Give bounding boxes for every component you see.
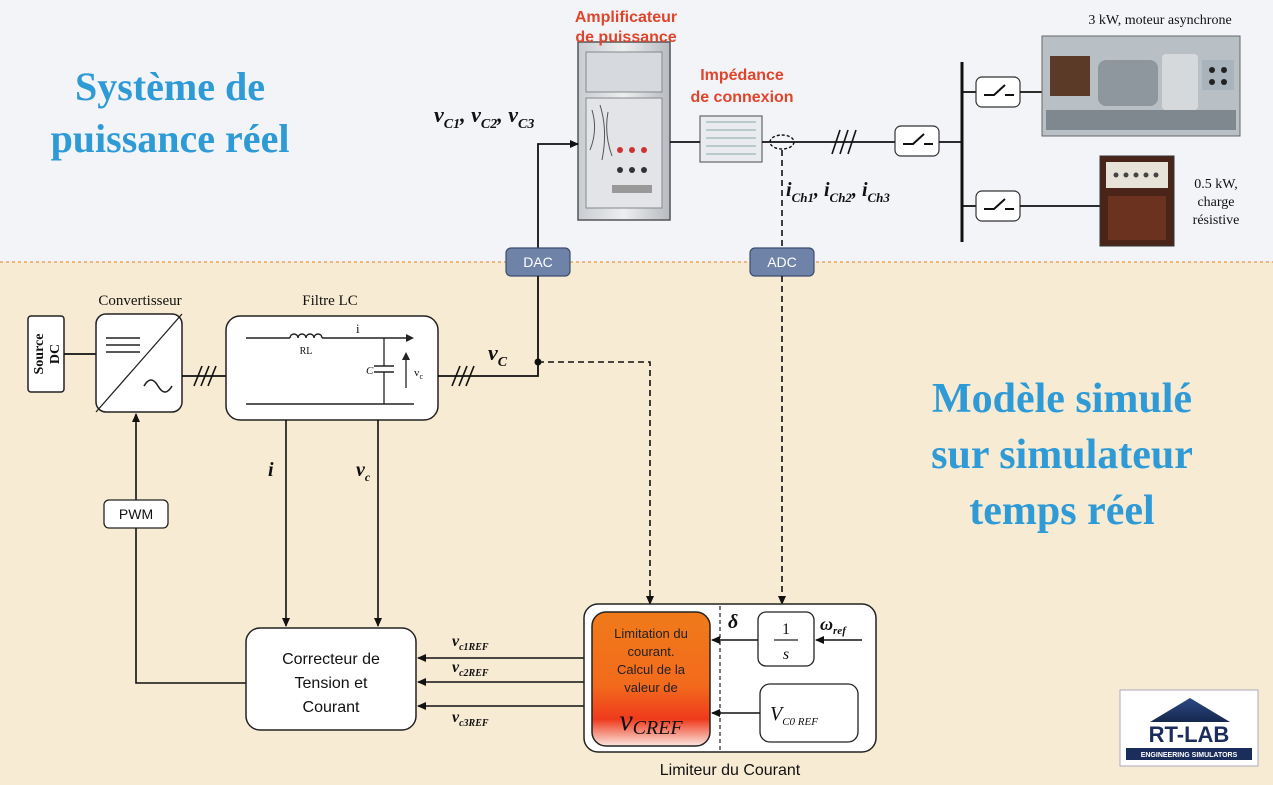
pwm-label: PWM: [119, 506, 153, 522]
rt-lab-logo-tagline: ENGINEERING SIMULATORS: [1141, 752, 1238, 759]
impedance-label-2: de connexion: [690, 89, 793, 106]
simulated-title-3: temps réel: [969, 488, 1154, 534]
current-feedback-label: i: [268, 459, 274, 481]
lc-filter-block: [225, 315, 439, 421]
limiter-vcref: vCREF: [619, 704, 683, 739]
current-limitation-block: [591, 611, 711, 747]
integrator-block: [757, 611, 815, 667]
breaker-motor: [975, 76, 1021, 108]
limiter-caption: Limiteur du Courant: [660, 762, 801, 779]
adc-label: ADC: [767, 254, 797, 270]
motor-label: 3 kW, moteur asynchrone: [1088, 13, 1231, 28]
converter-label: Convertisseur: [98, 293, 181, 309]
load-label-3: résistive: [1193, 213, 1240, 228]
breaker-main: [894, 125, 940, 157]
dac-label: DAC: [523, 254, 553, 270]
resistive-load: [1099, 155, 1175, 247]
three-phase-tick-converter: [193, 365, 217, 387]
vc0-ref-label: VC0 REF: [770, 703, 818, 728]
limiter-text-2: courant.: [628, 644, 675, 659]
controller-label: Correcteur de: [282, 651, 380, 668]
controller-label-3: Courant: [303, 699, 360, 716]
measured-load-currents: iCh1, iCh2, iCh3: [786, 179, 890, 205]
dac-to-amplifier-wire: [537, 140, 579, 252]
voltage-feedback-label: vc: [356, 459, 371, 484]
delta-label: δ: [728, 611, 738, 633]
controller-to-pwm-line: [135, 528, 246, 684]
filter-i-label: i: [356, 321, 360, 336]
filter-vc-label: vc: [414, 367, 424, 381]
three-phase-tick-top: [831, 129, 857, 155]
vc-to-limiter-link: [538, 361, 654, 605]
current-sensor: [769, 134, 795, 150]
limiter-text: Limitation du: [614, 626, 688, 641]
voltage-current-controller: Correcteur de Tension et Courant: [245, 627, 417, 731]
filter-label: Filtre LC: [302, 293, 357, 309]
integrator-denominator: s: [783, 646, 789, 663]
rt-lab-logo-text: RT-LAB: [1149, 722, 1230, 747]
source-dc-block: Source DC: [27, 315, 65, 393]
power-amplifier: [577, 41, 671, 221]
amplifier-label-2: de puissance: [575, 29, 676, 46]
integrator-numerator: 1: [782, 621, 790, 638]
filter-output-wire: [438, 276, 539, 377]
limiter-text-3: Calcul de la: [617, 662, 686, 677]
ref3-label: vc3REF: [452, 709, 489, 729]
load-label-2: charge: [1197, 195, 1234, 210]
adc-block: ADC: [749, 247, 815, 277]
breaker-load: [975, 190, 1021, 222]
converter-block: [95, 313, 183, 413]
asynchronous-motor: [1041, 35, 1241, 137]
simulated-title-2: sur simulateur: [931, 432, 1193, 478]
pwm-block: PWM: [103, 499, 169, 529]
three-phase-tick-filter: [451, 365, 475, 387]
vc-signal-label: vC: [488, 340, 508, 370]
load-label: 0.5 kW,: [1194, 177, 1237, 192]
real-system-title: Système de: [75, 64, 265, 109]
filter-c-label: C: [366, 365, 374, 377]
source-dc-label: Source: [32, 334, 47, 375]
filter-rl-label: RL: [300, 346, 313, 357]
real-system-title-2: puissance réel: [51, 116, 290, 161]
controller-label-2: Tension et: [295, 675, 368, 692]
ref1-label: vc1REF: [452, 633, 489, 653]
connection-impedance: [699, 115, 763, 163]
source-dc-label-2: DC: [48, 344, 63, 364]
impedance-label: Impédance: [700, 67, 784, 84]
amplifier-label: Amplificateur: [575, 9, 677, 26]
limiter-text-4: valeur de: [624, 680, 677, 695]
dac-block: DAC: [505, 247, 571, 277]
amplifier-input-voltages: vC1, vC2, vC3: [434, 102, 534, 132]
omega-label: ωref: [820, 614, 847, 637]
simulated-title: Modèle simulé: [932, 376, 1192, 422]
rt-lab-logo: RT-LAB ENGINEERING SIMULATORS: [1119, 689, 1259, 767]
ref2-label: vc2REF: [452, 659, 489, 679]
